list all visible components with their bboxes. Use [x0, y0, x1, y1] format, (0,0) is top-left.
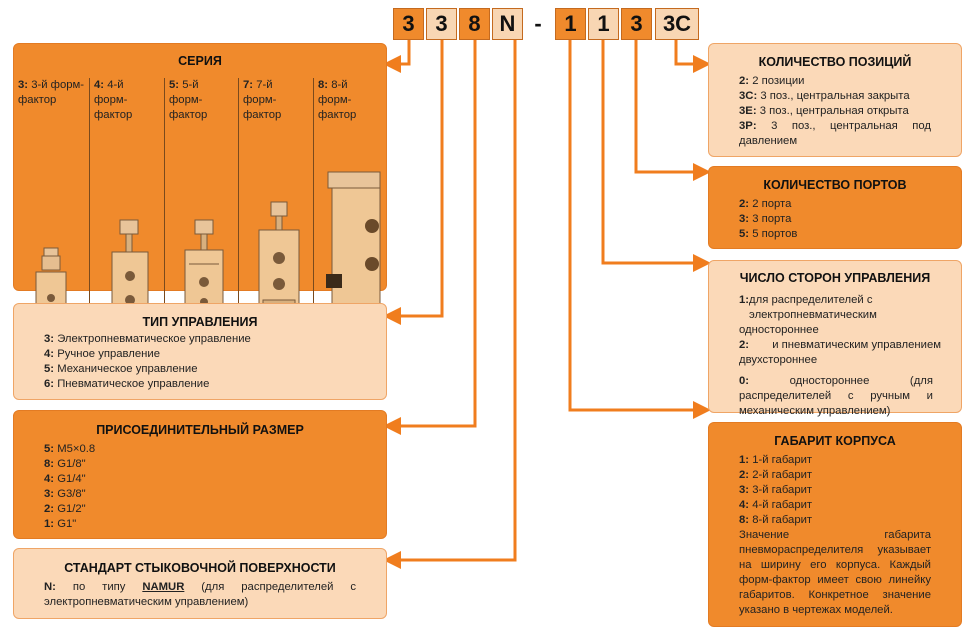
- series-key: 8:: [318, 79, 329, 91]
- control-type-title: ТИП УПРАВЛЕНИЯ: [142, 315, 258, 329]
- positions-title: КОЛИЧЕСТВО ПОЗИЦИЙ: [758, 55, 912, 69]
- code-series: 3: [393, 8, 424, 40]
- code-connection-size: 8: [459, 8, 490, 40]
- list-item: 8: 8-й габарит: [739, 514, 813, 526]
- list-item: 6: Пневматическое управление: [44, 378, 210, 390]
- mounting-standard-panel: СТАНДАРТ СТЫКОВОЧНОЙ ПОВЕРХНОСТИ N: по т…: [13, 548, 387, 619]
- ports-title: КОЛИЧЕСТВО ПОРТОВ: [763, 178, 907, 192]
- series-col-7: 7: 7-й форм-фактор: [239, 78, 314, 322]
- list-item: 3: Электропневматическое управление: [44, 333, 251, 345]
- list-item: 0: одностороннее (для распределителей с …: [739, 375, 933, 417]
- list-item: 3E: 3 поз., центральная открыта: [739, 105, 909, 117]
- list-item: 8: G1/8": [44, 458, 86, 470]
- list-item: 3: 3-й габарит: [739, 484, 813, 496]
- series-col-4: 4: 4-й форм-фактор: [90, 78, 165, 322]
- series-label: 4-й форм-фактор: [94, 79, 133, 121]
- code-control-sides: 1: [588, 8, 619, 40]
- valve-image-7: [258, 201, 300, 315]
- code-control-type: 3: [426, 8, 457, 40]
- mounting-standard-title: СТАНДАРТ СТЫКОВОЧНОЙ ПОВЕРХНОСТИ: [64, 561, 336, 575]
- list-item: 2: 2 позиции: [739, 75, 805, 87]
- series-key: 3:: [18, 79, 29, 91]
- namur-label: NAMUR: [142, 581, 185, 593]
- code-ports: 3: [621, 8, 652, 40]
- list-item: 5: Механическое управление: [44, 363, 198, 375]
- series-key: 7:: [243, 79, 254, 91]
- series-label: 3-й форм-фактор: [18, 79, 85, 106]
- connection-size-panel: ПРИСОЕДИНИТЕЛЬНЫЙ РАЗМЕР 5: M5×0.8 8: G1…: [13, 410, 387, 539]
- series-panel: СЕРИЯ 3: 3-й форм-фактор 4: 4-й форм-фак…: [13, 43, 387, 322]
- list-item: 4: 4-й габарит: [739, 499, 813, 511]
- list-item: 3: G3/8": [44, 488, 86, 500]
- list-item: 2:и пневматическим управлением двухсторо…: [739, 339, 941, 366]
- series-col-3: 3: 3-й форм-фактор: [14, 78, 90, 322]
- body-size-panel: ГАБАРИТ КОРПУСА 1: 1-й габарит 2: 2-й га…: [708, 422, 962, 627]
- list-item: 1: G1": [44, 518, 77, 530]
- control-sides-panel: ЧИСЛО СТОРОН УПРАВЛЕНИЯ 1:для распредели…: [708, 260, 962, 417]
- series-key: 5:: [169, 79, 180, 91]
- series-col-5: 5: 5-й форм-фактор: [165, 78, 239, 322]
- list-item: 5: 5 портов: [739, 228, 798, 240]
- list-item: 3P: 3 поз., центральная под давлением: [739, 120, 931, 147]
- list-item: 3C: 3 поз., центральная закрыта: [739, 90, 910, 102]
- body-size-note: Значение габарита пневмораспределителя у…: [739, 529, 931, 616]
- control-type-panel: ТИП УПРАВЛЕНИЯ 3: Электропневматическое …: [13, 303, 387, 400]
- series-label: 8-й форм-фактор: [318, 79, 357, 121]
- control-sides-title: ЧИСЛО СТОРОН УПРАВЛЕНИЯ: [739, 271, 931, 285]
- series-key: 4:: [94, 79, 105, 91]
- list-item: 1: 1-й габарит: [739, 454, 813, 466]
- series-title: СЕРИЯ: [178, 54, 222, 68]
- list-item: 4: G1/4": [44, 473, 86, 485]
- list-item: 4: Ручное управление: [44, 348, 160, 360]
- list-item: 2: 2-й габарит: [739, 469, 813, 481]
- series-col-8: 8: 8-й форм-фактор: [314, 78, 388, 322]
- list-item: 5: M5×0.8: [44, 443, 96, 455]
- code-positions: 3C: [655, 8, 699, 40]
- body-size-title: ГАБАРИТ КОРПУСА: [774, 434, 896, 448]
- code-mounting-standard: N: [492, 8, 523, 40]
- series-label: 5-й форм-фактор: [169, 79, 208, 121]
- mounting-standard-text: N: по типу NAMUR (для распределителей с …: [44, 581, 357, 608]
- valve-image-8: [326, 171, 381, 315]
- list-item: 2: 2 порта: [739, 198, 792, 210]
- list-item: 2: G1/2": [44, 503, 86, 515]
- code-separator: -: [534, 11, 542, 36]
- code-body-size: 1: [555, 8, 586, 40]
- connection-size-title: ПРИСОЕДИНИТЕЛЬНЫЙ РАЗМЕР: [96, 423, 304, 437]
- ports-panel: КОЛИЧЕСТВО ПОРТОВ 2: 2 порта 3: 3 порта …: [708, 166, 962, 249]
- list-item: 3: 3 порта: [739, 213, 792, 225]
- series-label: 7-й форм-фактор: [243, 79, 282, 121]
- list-item: 1:для распределителей с электропневматич…: [739, 294, 877, 336]
- positions-panel: КОЛИЧЕСТВО ПОЗИЦИЙ 2: 2 позиции 3C: 3 по…: [708, 43, 962, 157]
